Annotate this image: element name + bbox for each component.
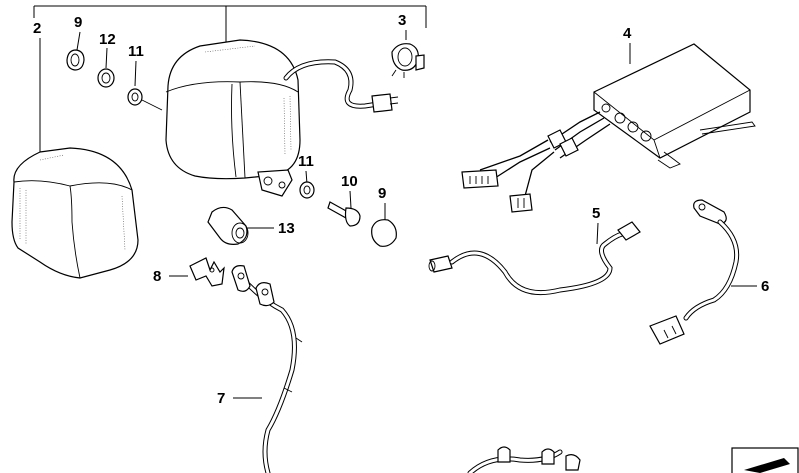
- harness-cable: [231, 265, 581, 473]
- catalog-pictogram: [731, 447, 799, 473]
- callout-10: 10: [341, 173, 358, 190]
- control-unit: [461, 43, 756, 213]
- bolt: [327, 201, 361, 227]
- callout-13: 13: [278, 220, 295, 237]
- callout-11-top: 11: [128, 43, 144, 60]
- grommet-top: [97, 68, 115, 88]
- callout-4: 4: [623, 25, 632, 42]
- ground-cable: [649, 199, 740, 345]
- assembly-axis-top: [141, 99, 163, 111]
- callout-7: 7: [217, 390, 225, 407]
- callout-12: 12: [99, 31, 116, 48]
- callout-9-top: 9: [74, 14, 82, 31]
- bracket: [189, 257, 225, 287]
- washer-mid: [299, 181, 315, 199]
- cap-nut-top: [66, 49, 85, 71]
- leader-lines: [33, 5, 757, 399]
- spacer-sleeve: [207, 206, 249, 245]
- lamp-housing: [165, 39, 399, 197]
- lamp-cover: [11, 147, 139, 279]
- callout-8: 8: [153, 268, 161, 285]
- callout-3: 3: [398, 12, 406, 29]
- callout-5: 5: [592, 205, 600, 222]
- callout-2: 2: [33, 20, 41, 37]
- callout-6: 6: [761, 278, 769, 295]
- cap-nut-mid: [371, 219, 397, 247]
- callout-9-mid: 9: [378, 185, 386, 202]
- sensor-cable: [428, 221, 641, 296]
- bulb-socket: [391, 43, 425, 78]
- callout-11-mid: 11: [298, 153, 314, 170]
- washer-top: [127, 88, 143, 106]
